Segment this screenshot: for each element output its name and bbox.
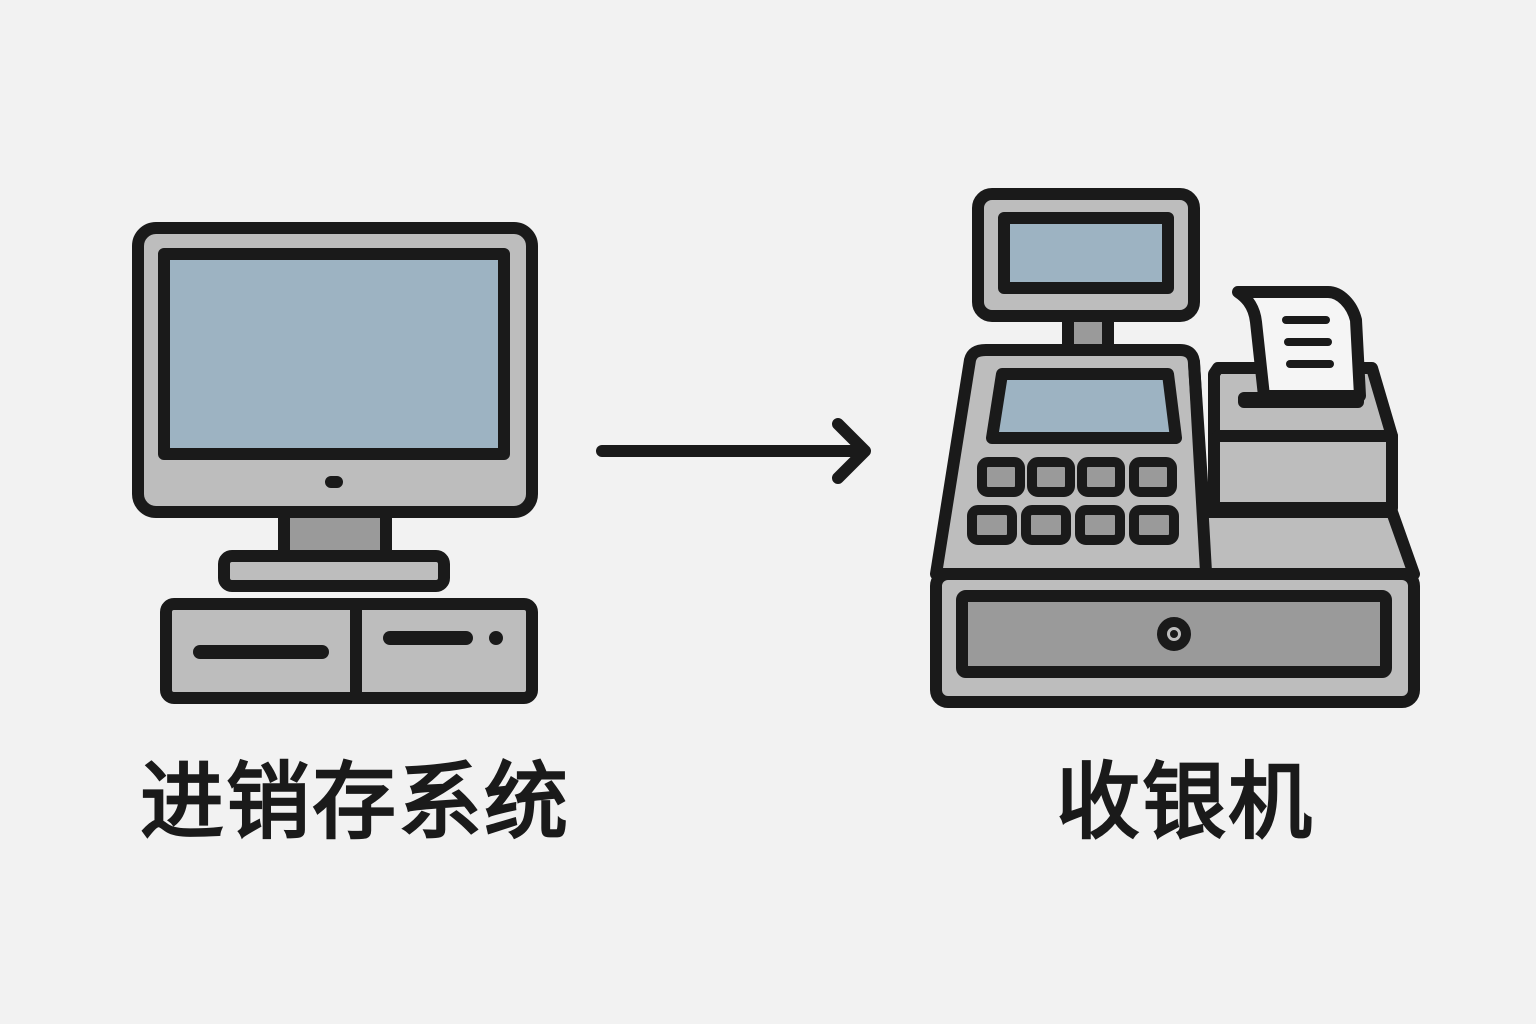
key — [1075, 505, 1125, 545]
desktop-computer-icon — [132, 222, 538, 704]
case-button — [489, 631, 503, 645]
target-node-label: 收银机 — [1055, 753, 1314, 851]
key — [1129, 457, 1177, 497]
monitor-power-led — [325, 476, 343, 488]
source-node-label: 进销存系统 — [139, 753, 570, 851]
customer-display-screen — [998, 212, 1174, 294]
cash-drawer-lock-keyhole — [1170, 630, 1178, 638]
keypad — [967, 457, 1179, 545]
key — [967, 505, 1017, 545]
monitor-stand-base — [218, 550, 450, 592]
key — [1027, 457, 1075, 497]
arrow-right-icon — [596, 418, 871, 484]
key — [1021, 505, 1071, 545]
operator-display-screen — [986, 368, 1182, 444]
key — [1077, 457, 1125, 497]
computer-case — [160, 598, 538, 704]
monitor-screen — [158, 248, 510, 460]
key — [977, 457, 1025, 497]
arrow-head — [832, 418, 871, 484]
register-body-divider — [1188, 356, 1212, 578]
key — [1129, 505, 1179, 545]
cash-register-icon — [930, 188, 1420, 708]
